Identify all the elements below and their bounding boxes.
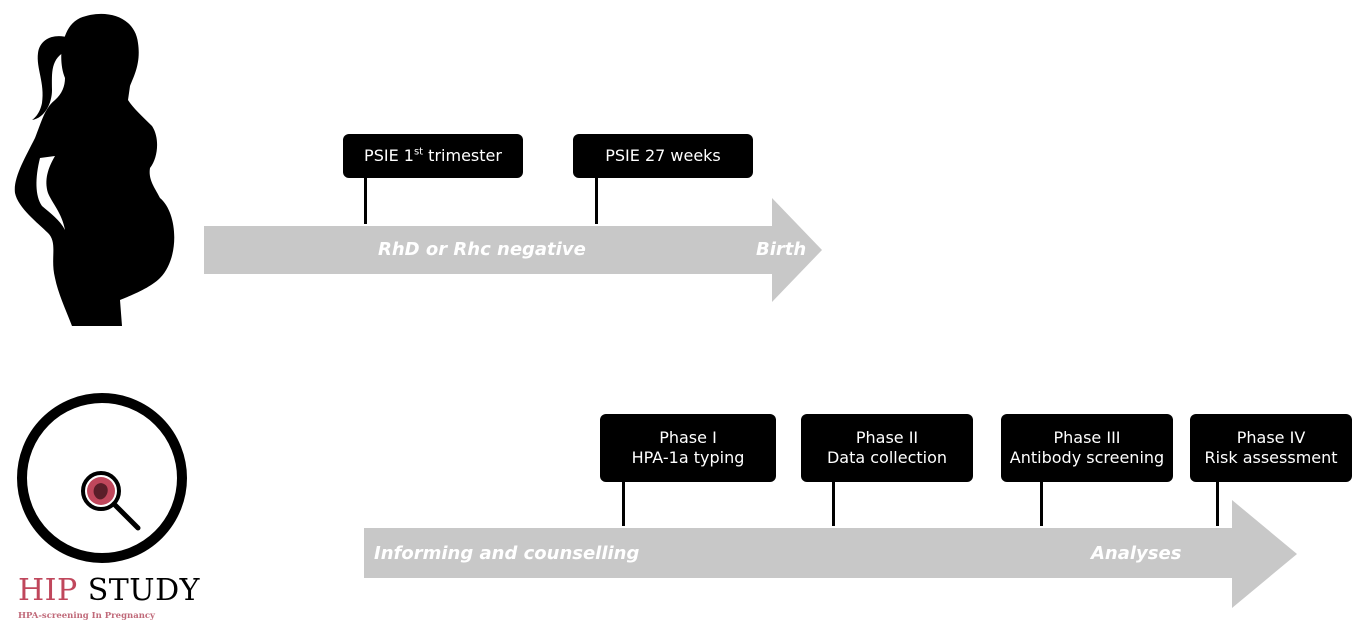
logo-subtitle: HPA-screening In Pregnancy: [18, 611, 155, 621]
phase-2-desc: Data collection: [826, 448, 948, 467]
psie-27-weeks-stem: [595, 176, 598, 224]
psie-first-trimester-label: PSIE 1st trimester: [364, 146, 502, 165]
psie-first-trimester-box: PSIE 1st trimester: [343, 134, 523, 178]
pregnant-woman-icon: [14, 13, 175, 326]
phase-4-desc: Risk assessment: [1204, 448, 1338, 467]
phase-2-title: Phase II: [855, 428, 919, 447]
phase-4-stem: [1216, 480, 1219, 526]
logo-hip: HIP: [18, 573, 78, 608]
timeline-2-end-label: Analyses: [1091, 543, 1182, 564]
phase-2-box: Phase II Data collection: [801, 414, 973, 482]
phase-3-stem: [1040, 480, 1043, 526]
logo-study: STUDY: [77, 573, 200, 608]
phase-1-box: Phase I HPA-1a typing: [600, 414, 776, 482]
phase-4-box: Phase IV Risk assessment: [1190, 414, 1352, 482]
psie-27-weeks-label: PSIE 27 weeks: [605, 146, 721, 165]
logo-title: HIP STUDY: [18, 573, 200, 608]
timeline-1-arrow: [204, 198, 822, 302]
hip-study-logo: [17, 393, 187, 563]
phase-1-desc: HPA-1a typing: [631, 448, 745, 467]
phase-1-title: Phase I: [659, 428, 717, 447]
timeline-1-start-label: RhD or Rhc negative: [378, 239, 586, 260]
phase-3-title: Phase III: [1053, 428, 1121, 447]
phase-4-title: Phase IV: [1236, 428, 1306, 447]
phase-3-desc: Antibody screening: [1009, 448, 1165, 467]
timeline-1-end-label: Birth: [756, 239, 807, 260]
psie-first-trimester-stem: [364, 176, 367, 224]
phase-1-stem: [622, 480, 625, 526]
psie-27-weeks-box: PSIE 27 weeks: [573, 134, 753, 178]
phase-2-stem: [832, 480, 835, 526]
timeline-2-arrow: [364, 500, 1297, 608]
timeline-2-start-label: Informing and counselling: [374, 543, 640, 564]
phase-3-box: Phase III Antibody screening: [1001, 414, 1173, 482]
